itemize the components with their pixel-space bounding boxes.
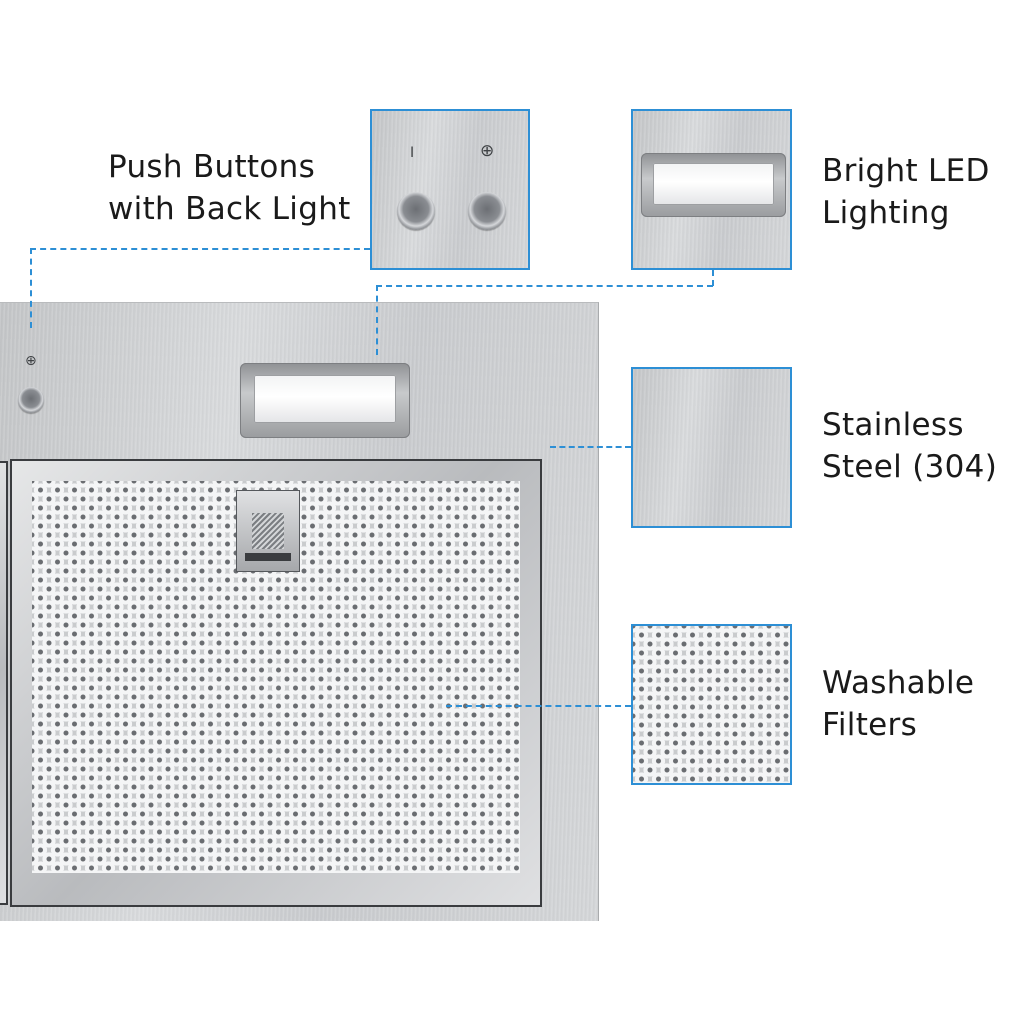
led-label: Bright LED Lighting <box>822 150 990 234</box>
led-callout-lens <box>653 163 774 205</box>
push-buttons-label: Push Buttons with Back Light <box>108 146 351 230</box>
led-callout-box <box>631 109 792 270</box>
push-buttons-label-line1: Push Buttons <box>108 149 316 185</box>
filters-callout-box <box>631 624 792 785</box>
led-label-line1: Bright LED <box>822 153 990 189</box>
steel-label: Stainless Steel (304) <box>822 404 997 488</box>
hood-led-lens <box>254 375 396 423</box>
steel-callout-box <box>631 367 792 528</box>
steel-connector <box>550 446 631 448</box>
light-button[interactable] <box>468 192 506 230</box>
led-label-line2: Lighting <box>822 195 950 231</box>
hood-led-light <box>240 363 410 438</box>
push-buttons-connector-v <box>30 248 32 328</box>
power-button[interactable] <box>397 192 435 230</box>
led-callout-light <box>641 153 786 217</box>
push-buttons-connector-h <box>30 248 370 250</box>
range-hood-body: ⊕ <box>0 302 599 921</box>
filters-label-line2: Filters <box>822 707 918 743</box>
led-connector-v2 <box>376 285 378 355</box>
filter-left-edge <box>0 463 6 903</box>
filter-handle[interactable] <box>237 491 299 571</box>
light-icon: ⊕ <box>25 353 37 369</box>
led-connector-h <box>376 285 713 287</box>
push-buttons-label-line2: with Back Light <box>108 191 351 227</box>
hood-light-button[interactable] <box>18 387 44 413</box>
steel-label-line2: Steel (304) <box>822 449 998 485</box>
steel-label-line1: Stainless <box>822 407 964 443</box>
light-icon: ⊕ <box>480 141 495 161</box>
grease-filter <box>12 461 540 905</box>
filters-label-line1: Washable <box>822 665 975 701</box>
filters-label: Washable Filters <box>822 662 974 746</box>
filters-connector <box>446 705 631 707</box>
power-icon: I <box>410 145 415 161</box>
push-buttons-callout-box: I ⊕ <box>370 109 530 270</box>
led-connector-v1 <box>712 270 714 286</box>
